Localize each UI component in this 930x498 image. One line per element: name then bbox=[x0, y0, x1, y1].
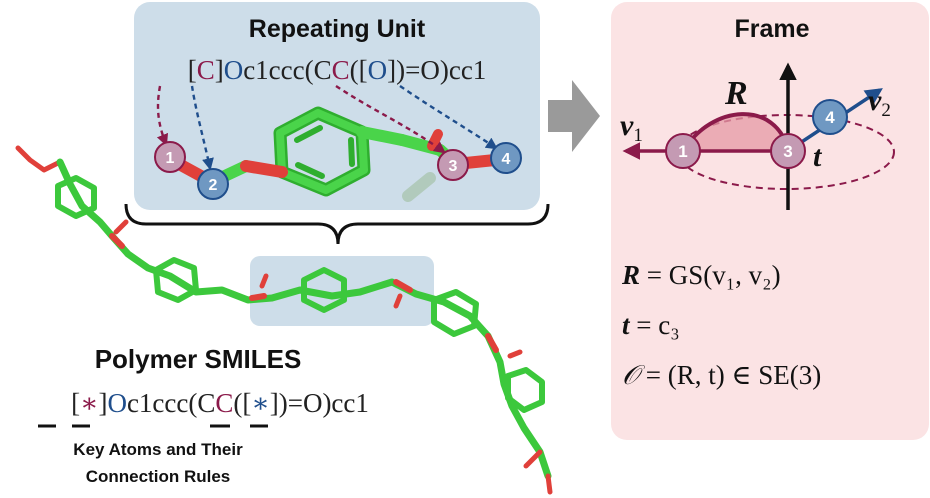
smiles-part: ∗ bbox=[80, 388, 98, 418]
smiles-part: ])=O)cc1 bbox=[270, 388, 369, 418]
atom-badge-2: 2 bbox=[197, 168, 229, 200]
key-atoms-caption-line1: Key Atoms and Their bbox=[73, 440, 243, 459]
polymer-smiles-title: Polymer SMILES bbox=[95, 344, 302, 374]
polymer-chain bbox=[15, 145, 553, 495]
equation-translation: t = c₃ bbox=[622, 310, 680, 340]
repeating-unit-title: Repeating Unit bbox=[249, 15, 426, 43]
atom-badge-4: 4 bbox=[490, 142, 522, 174]
mapping-arrows bbox=[156, 85, 498, 171]
smiles-part: O bbox=[368, 55, 388, 85]
atom-badge-3: 3 bbox=[437, 149, 469, 181]
right-arrow-icon bbox=[548, 80, 600, 152]
polymer-smiles-string: [∗]Oc1ccc(CC([∗])=O)cc1 bbox=[71, 388, 369, 418]
svg-text:2: 2 bbox=[209, 177, 218, 194]
atom-badge-1: 1 bbox=[154, 141, 186, 173]
curly-brace-icon bbox=[124, 203, 550, 245]
frame-diagram: 1 3 4 R v1 v2 t bbox=[620, 62, 895, 210]
svg-text:4: 4 bbox=[502, 151, 511, 168]
smiles-part: [ bbox=[71, 388, 80, 418]
frame-badge-3: 3 bbox=[783, 142, 792, 161]
v2-label: v2 bbox=[868, 84, 891, 121]
rotation-label: R bbox=[724, 75, 748, 112]
smiles-part: ])=O)cc1 bbox=[387, 55, 486, 85]
smiles-part: [ bbox=[188, 55, 197, 85]
equation-rotation: R = GS(v₁, v₂) bbox=[621, 260, 781, 290]
smiles-part: O bbox=[107, 388, 127, 418]
equation-frame: 𝒪 = (R, t) ∈ SE(3) bbox=[622, 360, 821, 390]
smiles-part: c1ccc(C bbox=[127, 388, 215, 418]
smiles-part: C bbox=[215, 388, 233, 418]
key-atoms-caption-line2: Connection Rules bbox=[86, 467, 231, 486]
svg-text:1: 1 bbox=[166, 150, 175, 167]
frame-title: Frame bbox=[734, 15, 809, 43]
translation-label: t bbox=[813, 140, 823, 173]
smiles-part: ] bbox=[98, 388, 107, 418]
smiles-part: C bbox=[332, 55, 350, 85]
svg-text:3: 3 bbox=[449, 158, 458, 175]
smiles-part: O bbox=[224, 55, 244, 85]
smiles-part: C bbox=[197, 55, 215, 85]
smiles-part: ] bbox=[215, 55, 224, 85]
smiles-part: c1ccc(C bbox=[243, 55, 331, 85]
smiles-part: ([ bbox=[233, 388, 251, 418]
frame-badge-1: 1 bbox=[678, 142, 687, 161]
smiles-part: ([ bbox=[350, 55, 368, 85]
v1-label: v1 bbox=[620, 109, 643, 146]
frame-badge-4: 4 bbox=[825, 108, 835, 127]
repeating-unit-smiles: [C]Oc1ccc(CC([O])=O)cc1 bbox=[188, 55, 487, 85]
repeating-unit-panel bbox=[134, 2, 540, 210]
smiles-part: ∗ bbox=[251, 388, 269, 418]
